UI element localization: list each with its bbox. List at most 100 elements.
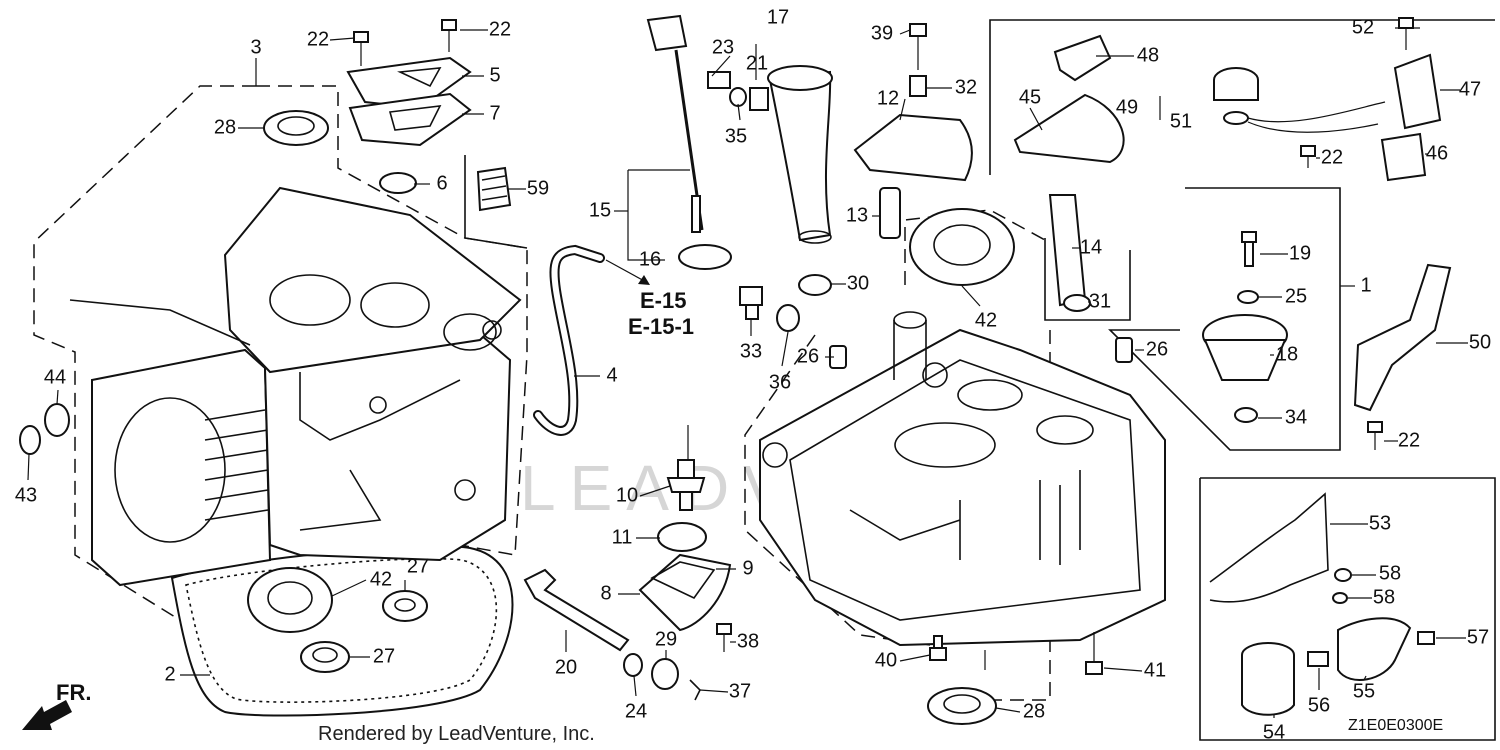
oil-filter-54 [1241, 642, 1295, 716]
governor-arm-20 [523, 568, 630, 652]
callout-c37: 37 [729, 680, 751, 702]
oil-bracket-box [1044, 238, 1131, 321]
callout-c2: 2 [164, 663, 175, 685]
oil-filter-group-box [1199, 477, 1496, 741]
callout-c30: 30 [847, 272, 869, 294]
callout-c24: 24 [625, 700, 647, 722]
reference-arrowhead [638, 275, 650, 285]
callout-c12: 12 [877, 87, 899, 109]
nipple-56 [1307, 651, 1329, 667]
callout-c36: 36 [769, 371, 791, 393]
callout-c42a: 42 [975, 309, 997, 331]
bolt-41-icon [1085, 632, 1103, 675]
washer-25 [1237, 290, 1259, 304]
callout-c1: 1 [1360, 274, 1371, 296]
guide-plate-12 [853, 113, 973, 182]
callout-c31: 31 [1089, 290, 1111, 312]
callout-c33: 33 [740, 340, 762, 362]
diagram-code: Z1E0E0300E [1348, 717, 1443, 734]
washer-35 [729, 87, 747, 107]
callout-c27b: 27 [373, 645, 395, 667]
drain-plug-33 [739, 286, 763, 320]
breather-box [464, 155, 528, 249]
cover-46 [1380, 132, 1427, 182]
bracket-48 [1053, 34, 1112, 82]
callout-c13: 13 [846, 204, 868, 226]
callout-c46: 46 [1426, 142, 1448, 164]
oil-seal-28-top [263, 110, 329, 146]
oil-filler-tube-21 [768, 70, 832, 242]
callout-c3: 3 [250, 36, 261, 58]
collar-21b [749, 87, 769, 111]
callout-c58b: 58 [1373, 586, 1395, 608]
callout-c6: 6 [436, 172, 447, 194]
seal-27a [382, 590, 428, 622]
callout-c51: 51 [1170, 110, 1192, 132]
washer-36 [776, 304, 800, 332]
callout-c56: 56 [1308, 694, 1330, 716]
bolt-22a-icon [353, 31, 369, 66]
reference-e15-1: E-15-1 [628, 314, 694, 339]
washer-34 [1234, 407, 1258, 423]
bearing-42-upper [909, 208, 1015, 286]
callout-c20: 20 [555, 656, 577, 678]
pin-37 [689, 679, 701, 701]
callout-c22d: 22 [1398, 429, 1420, 451]
washer-31 [1063, 294, 1091, 312]
callout-c35: 35 [725, 125, 747, 147]
callout-c4: 4 [606, 364, 617, 386]
callout-c50: 50 [1469, 331, 1491, 353]
callout-c42b: 42 [370, 568, 392, 590]
leader-lines [27, 27, 1468, 718]
callout-c26b: 26 [1146, 338, 1168, 360]
washer-58b [1332, 592, 1348, 604]
callout-c43: 43 [15, 484, 37, 506]
front-arrow-icon [22, 700, 72, 730]
bolt-22d-icon [1367, 421, 1383, 450]
washer-24 [623, 653, 643, 677]
cover-plate-8 [638, 553, 732, 632]
bolt-57-icon [1417, 631, 1435, 645]
callout-c29: 29 [655, 628, 677, 650]
bearing-42-lower [247, 567, 333, 633]
governor-pin-19 [1241, 231, 1257, 267]
dowel-26b [1115, 337, 1133, 363]
callout-c22c: 22 [1321, 146, 1343, 168]
crankcase-cover-boundary-left [744, 334, 931, 646]
callout-c49: 49 [1116, 96, 1138, 118]
callout-c22b: 22 [489, 18, 511, 40]
callout-c16: 16 [639, 248, 661, 270]
callout-c11: 11 [612, 526, 633, 548]
o-ring-30 [798, 274, 832, 296]
governor-arm-group-box [989, 19, 1495, 175]
bolt-40-icon [929, 635, 947, 661]
callout-c5: 5 [489, 64, 500, 86]
callout-c25: 25 [1285, 285, 1307, 307]
stay-47 [1393, 53, 1442, 130]
callout-c14: 14 [1080, 236, 1102, 258]
reference-e15: E-15 [640, 288, 686, 313]
callout-c55: 55 [1353, 680, 1375, 702]
callout-c39: 39 [871, 22, 893, 44]
collar-32 [909, 75, 927, 97]
bearing-group-boundary [904, 209, 1046, 285]
callout-c45: 45 [1019, 86, 1041, 108]
dipstick-15 [646, 14, 704, 233]
o-ring-44 [44, 403, 70, 437]
bolt-22b-icon [441, 19, 457, 52]
callout-c10: 10 [616, 484, 638, 506]
cylinder-block [69, 186, 522, 587]
breather-element-13 [879, 187, 901, 239]
breather-tube-inner [535, 246, 603, 434]
front-label: FR. [56, 680, 91, 705]
callout-c52: 52 [1352, 16, 1374, 38]
callout-c59: 59 [527, 177, 549, 199]
callout-c23: 23 [712, 36, 734, 58]
seal-29 [651, 658, 679, 690]
bolt-23-icon [707, 71, 731, 89]
reference-arrow [605, 259, 649, 284]
callout-c28a: 28 [214, 116, 236, 138]
callout-c15: 15 [589, 199, 611, 221]
callout-c19: 19 [1289, 242, 1311, 264]
